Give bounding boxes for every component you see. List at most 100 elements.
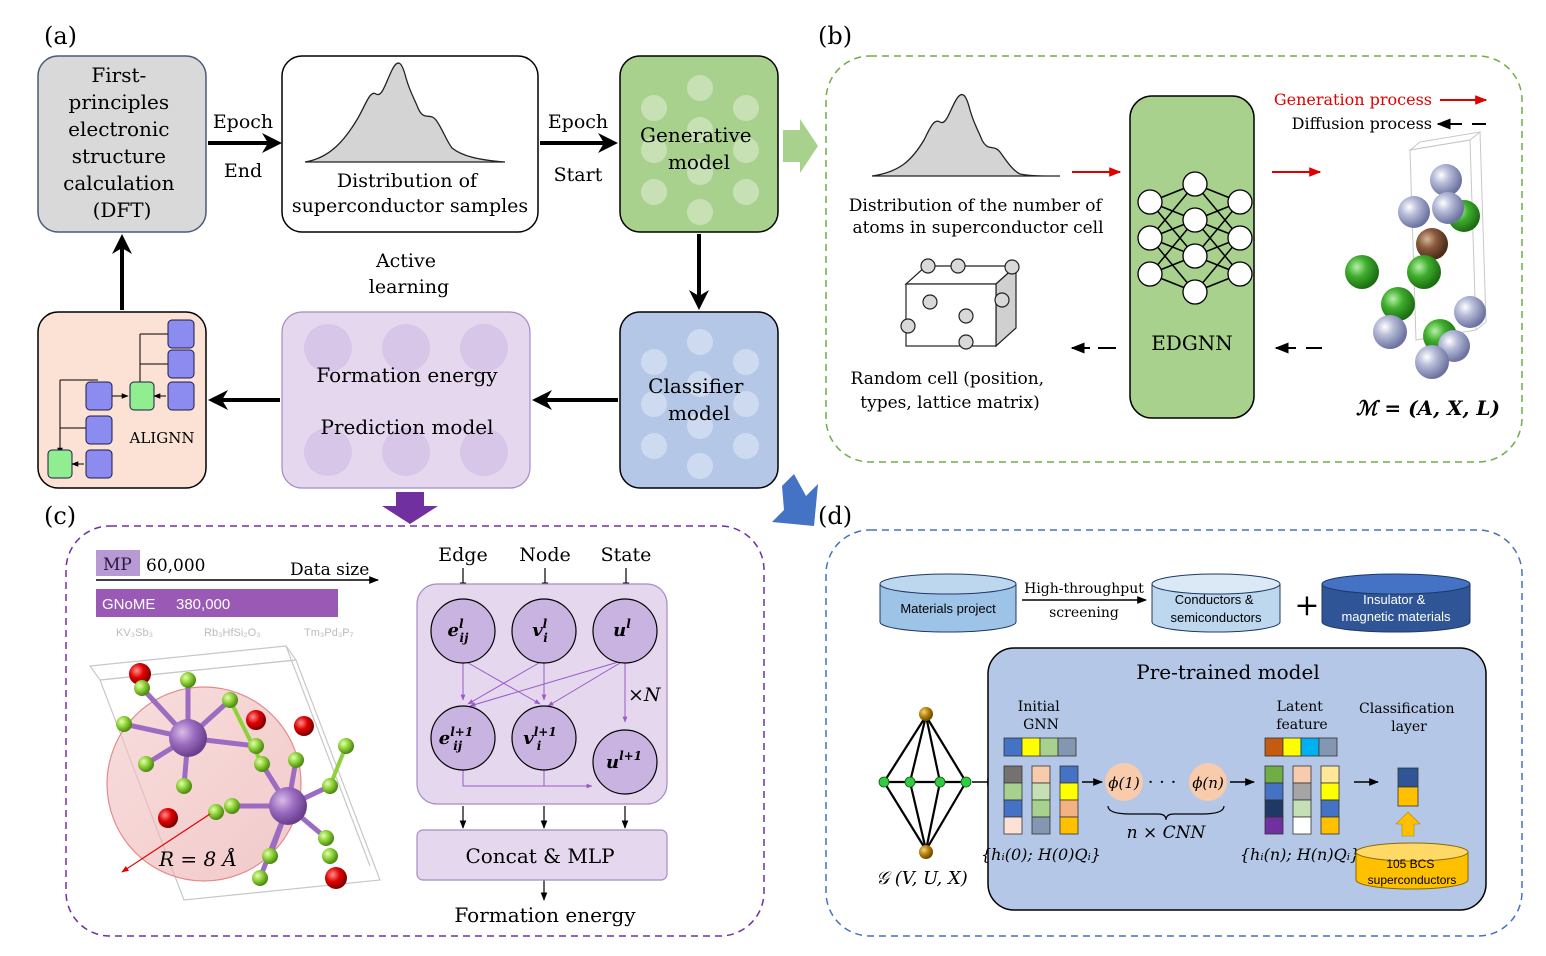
atom-count-distribution-curve <box>871 93 1061 177</box>
epoch-start-label-2: Start <box>554 164 603 186</box>
panel-d-border <box>825 529 1523 937</box>
state-label: State <box>601 544 652 566</box>
latent-global-vector <box>1264 737 1338 757</box>
svg-text:KV₃Sb₃: KV₃Sb₃ <box>116 627 153 639</box>
pretrained-model-title: Pre-trained model <box>1136 660 1319 684</box>
edge-label: Edge <box>438 544 487 566</box>
mp-value: 60,000 <box>146 556 205 576</box>
gnome-bar <box>96 589 338 617</box>
screening-label: screening <box>1049 605 1119 621</box>
classifier-model-text: Classifier model <box>648 374 750 425</box>
node-label: Node <box>519 544 570 566</box>
initial-gnn-label: Initial GNN <box>1018 699 1064 733</box>
bcs-up-arrow <box>1395 811 1421 837</box>
latent-feature-label: Latent feature <box>1276 699 1327 733</box>
classification-output <box>1397 767 1419 807</box>
green-arrow-to-b <box>783 119 818 173</box>
phi-1-label: ϕ(1) <box>1108 774 1140 792</box>
latent-node-matrix <box>1264 765 1340 835</box>
panel-a: First- principles electronic structure c… <box>37 55 818 526</box>
distribution-number-caption: Distribution of the number of atoms in s… <box>849 196 1107 238</box>
classifier-nn-watermark <box>641 329 759 479</box>
svg-text:vli: vli <box>532 617 548 645</box>
initial-gnn-global-vector <box>1003 737 1077 757</box>
n-cnn-label: n × CNN <box>1127 823 1207 843</box>
panel-c: KV₃Sb₃ Rb₃HfSi₂O₃ Tm₃Pd₃P₇ MP 60,000 Dat… <box>65 525 765 937</box>
megnet-connections <box>460 659 628 789</box>
formation-nn-watermark <box>304 324 508 476</box>
conductors-label: Conductors & semiconductors <box>1170 592 1262 625</box>
panel-label-d: (d) <box>818 502 852 530</box>
plus-sign: + <box>1294 588 1319 623</box>
prediction-model-text: Prediction model <box>320 415 493 439</box>
graph-label: 𝒢 (V, U, X) <box>876 868 968 889</box>
cutoff-sphere <box>106 686 302 882</box>
random-cell-cube <box>900 258 1020 350</box>
distribution-curve <box>304 62 506 163</box>
gnome-label: GNoME <box>102 596 155 613</box>
panel-label-c: (c) <box>44 502 76 530</box>
concat-mlp-box <box>416 829 668 881</box>
cnn-dots: · · · <box>1148 772 1177 793</box>
phi-n-label: ϕ(n) <box>1192 774 1224 792</box>
edgnn-network <box>1137 171 1253 305</box>
mp-bar <box>96 550 140 576</box>
classification-layer-label: Classification layer <box>1359 701 1459 735</box>
classifier-model-box <box>619 311 779 489</box>
purple-arrow-to-c <box>382 492 438 524</box>
formation-energy-output: Formation energy <box>454 903 636 927</box>
cnn-brace <box>1107 805 1225 821</box>
generation-process-label: Generation process <box>1274 90 1432 109</box>
concat-mlp-label: Concat & MLP <box>465 844 614 868</box>
panel-b-border <box>825 55 1523 463</box>
diffusion-process-label: Diffusion process <box>1292 114 1432 133</box>
edgnn-label: EDGNN <box>1151 331 1233 355</box>
epoch-start-label-1: Epoch <box>548 111 608 133</box>
mp-label: MP <box>103 555 132 575</box>
distribution-caption: Distribution of superconductor samples <box>292 170 528 217</box>
molecule-formula: ℳ = (A, X, L) <box>1356 396 1500 420</box>
generative-nn-watermark <box>641 75 759 225</box>
generated-crystal <box>1345 131 1487 379</box>
panel-label-a: (a) <box>44 22 77 50</box>
initial-gnn-node-matrix <box>1003 765 1079 835</box>
generative-model-box <box>619 55 779 233</box>
panel-b: Distribution of the number of atoms in s… <box>825 55 1523 463</box>
hn-label: {hᵢ(n); H(n)Qᵢ} <box>1240 845 1360 864</box>
gnome-value: 380,000 <box>176 596 230 613</box>
bcs-label: 105 BCS superconductors <box>1368 857 1457 887</box>
blue-arrow-to-d <box>772 474 818 526</box>
panel-d: Materials project High-throughput screen… <box>825 529 1523 937</box>
pretrained-model-box <box>987 647 1487 911</box>
materials-project-db <box>879 573 1017 633</box>
faint-formulas: KV₃Sb₃ Rb₃HfSi₂O₃ Tm₃Pd₃P₇ <box>116 627 354 639</box>
formation-prediction-box <box>281 311 531 489</box>
dft-box-text: First- principles electronic structure c… <box>63 63 181 222</box>
alignn-box <box>37 311 207 489</box>
svg-text:Tm₃Pd₃P₇: Tm₃Pd₃P₇ <box>304 627 354 639</box>
formation-energy-text: Formation energy <box>316 363 498 387</box>
insulator-db <box>1321 573 1471 633</box>
bcs-db <box>1355 842 1469 890</box>
epoch-end-label-2: End <box>224 160 262 182</box>
insulator-label: Insulator & magnetic materials <box>1341 592 1451 624</box>
random-cell-caption: Random cell (position, types, lattice ma… <box>851 369 1050 413</box>
high-throughput-label: High-throughput <box>1024 581 1144 597</box>
phi-1-node <box>1105 763 1143 801</box>
panel-label-b: (b) <box>818 22 852 50</box>
epoch-end-label-1: Epoch <box>213 111 273 133</box>
alignn-nodes <box>47 319 195 479</box>
svg-text:Rb₃HfSi₂O₃: Rb₃HfSi₂O₃ <box>204 627 261 639</box>
data-size-label: Data size <box>290 560 369 580</box>
megnet-nodes <box>430 598 658 795</box>
structure-crystal: R = 8 Å <box>88 645 381 901</box>
generative-model-text: Generative model <box>640 123 758 174</box>
panel-c-border <box>65 525 765 937</box>
alignn-label: ALIGNN <box>129 429 195 447</box>
conductors-db <box>1151 573 1281 633</box>
cutoff-radius-label: R = 8 Å <box>158 846 237 871</box>
repeat-n-label: ×N <box>628 684 662 706</box>
materials-project-label: Materials project <box>900 601 996 616</box>
active-learning-label: Active learning <box>369 250 449 298</box>
